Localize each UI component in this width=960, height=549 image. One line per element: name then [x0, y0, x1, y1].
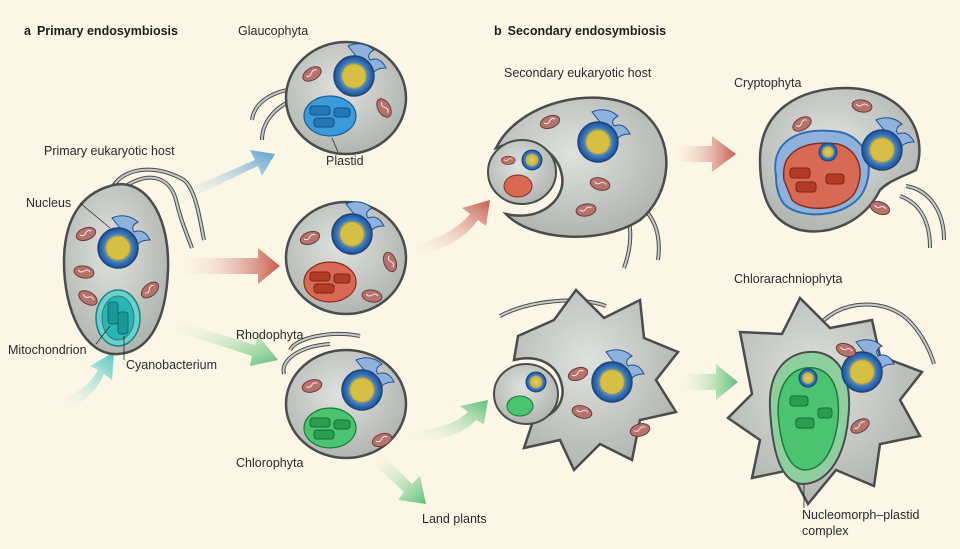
panel-b-heading: b Secondary endosymbiosis: [494, 24, 666, 38]
panel-b-letter: b: [494, 24, 502, 38]
cyanobacterium-shape: [95, 289, 141, 347]
arrow-secondary-to-chlorarachniophyta: [676, 364, 738, 400]
label-nucleomorph-line1: Nucleomorph–plastid: [802, 508, 920, 522]
secondary-host-green-cell: [493, 288, 681, 473]
label-mitochondrion: Mitochondrion: [8, 343, 87, 357]
secondary-eukaryotic-host-cell: [487, 96, 668, 269]
label-rhodophyta: Rhodophyta: [236, 328, 304, 342]
cryptophyta-cell: [758, 86, 946, 249]
label-chlorophyta: Chlorophyta: [236, 456, 304, 470]
panel-a-heading: a Primary endosymbiosis: [24, 24, 178, 38]
panel-b-title: Secondary endosymbiosis: [507, 24, 667, 38]
label-glaucophyta: Glaucophyta: [238, 24, 309, 38]
label-plastid: Plastid: [326, 154, 364, 168]
label-secondary-host: Secondary eukaryotic host: [504, 66, 652, 80]
arrow-secondary-to-cryptophyta: [668, 136, 736, 172]
glaucophyta-plastid: [303, 95, 357, 137]
label-primary-host: Primary eukaryotic host: [44, 144, 175, 158]
arrow-chlorophyta-to-secondary: [410, 400, 488, 442]
arrow-cyanobacterium-uptake: [58, 352, 114, 410]
arrow-rhodophyta-to-secondary: [412, 200, 490, 256]
arrow-primary-to-chlorophyta: [172, 320, 278, 366]
arrow-chlorophyta-to-landplants: [372, 452, 426, 504]
arrow-primary-to-rhodophyta: [176, 248, 280, 284]
mitochondrion-leader-line: [95, 325, 111, 345]
chlorarachniophyta-cell: [726, 295, 936, 507]
label-cryptophyta: Cryptophyta: [734, 76, 802, 90]
rhodophyta-cell: [284, 200, 408, 316]
label-cyanobacterium: Cyanobacterium: [126, 358, 218, 372]
engulfed-red-alga: [487, 139, 557, 205]
primary-eukaryotic-host-cell: [62, 167, 206, 356]
label-nucleus: Nucleus: [26, 196, 72, 210]
engulfed-green-alga: [493, 363, 559, 425]
panel-a-letter: a: [24, 24, 31, 38]
label-land-plants: Land plants: [422, 512, 487, 526]
chlorophyta-cell: [281, 331, 408, 460]
nucleus-leader-line: [79, 202, 111, 229]
glaucophyta-cell: [250, 40, 408, 156]
label-chlorarachniophyta: Chlorarachniophyta: [734, 272, 843, 286]
arrow-primary-to-glaucophyta: [172, 150, 275, 204]
label-nucleomorph-line2: complex: [802, 524, 849, 538]
panel-a-title: Primary endosymbiosis: [36, 24, 178, 38]
plastid-leader-line: [331, 137, 339, 153]
